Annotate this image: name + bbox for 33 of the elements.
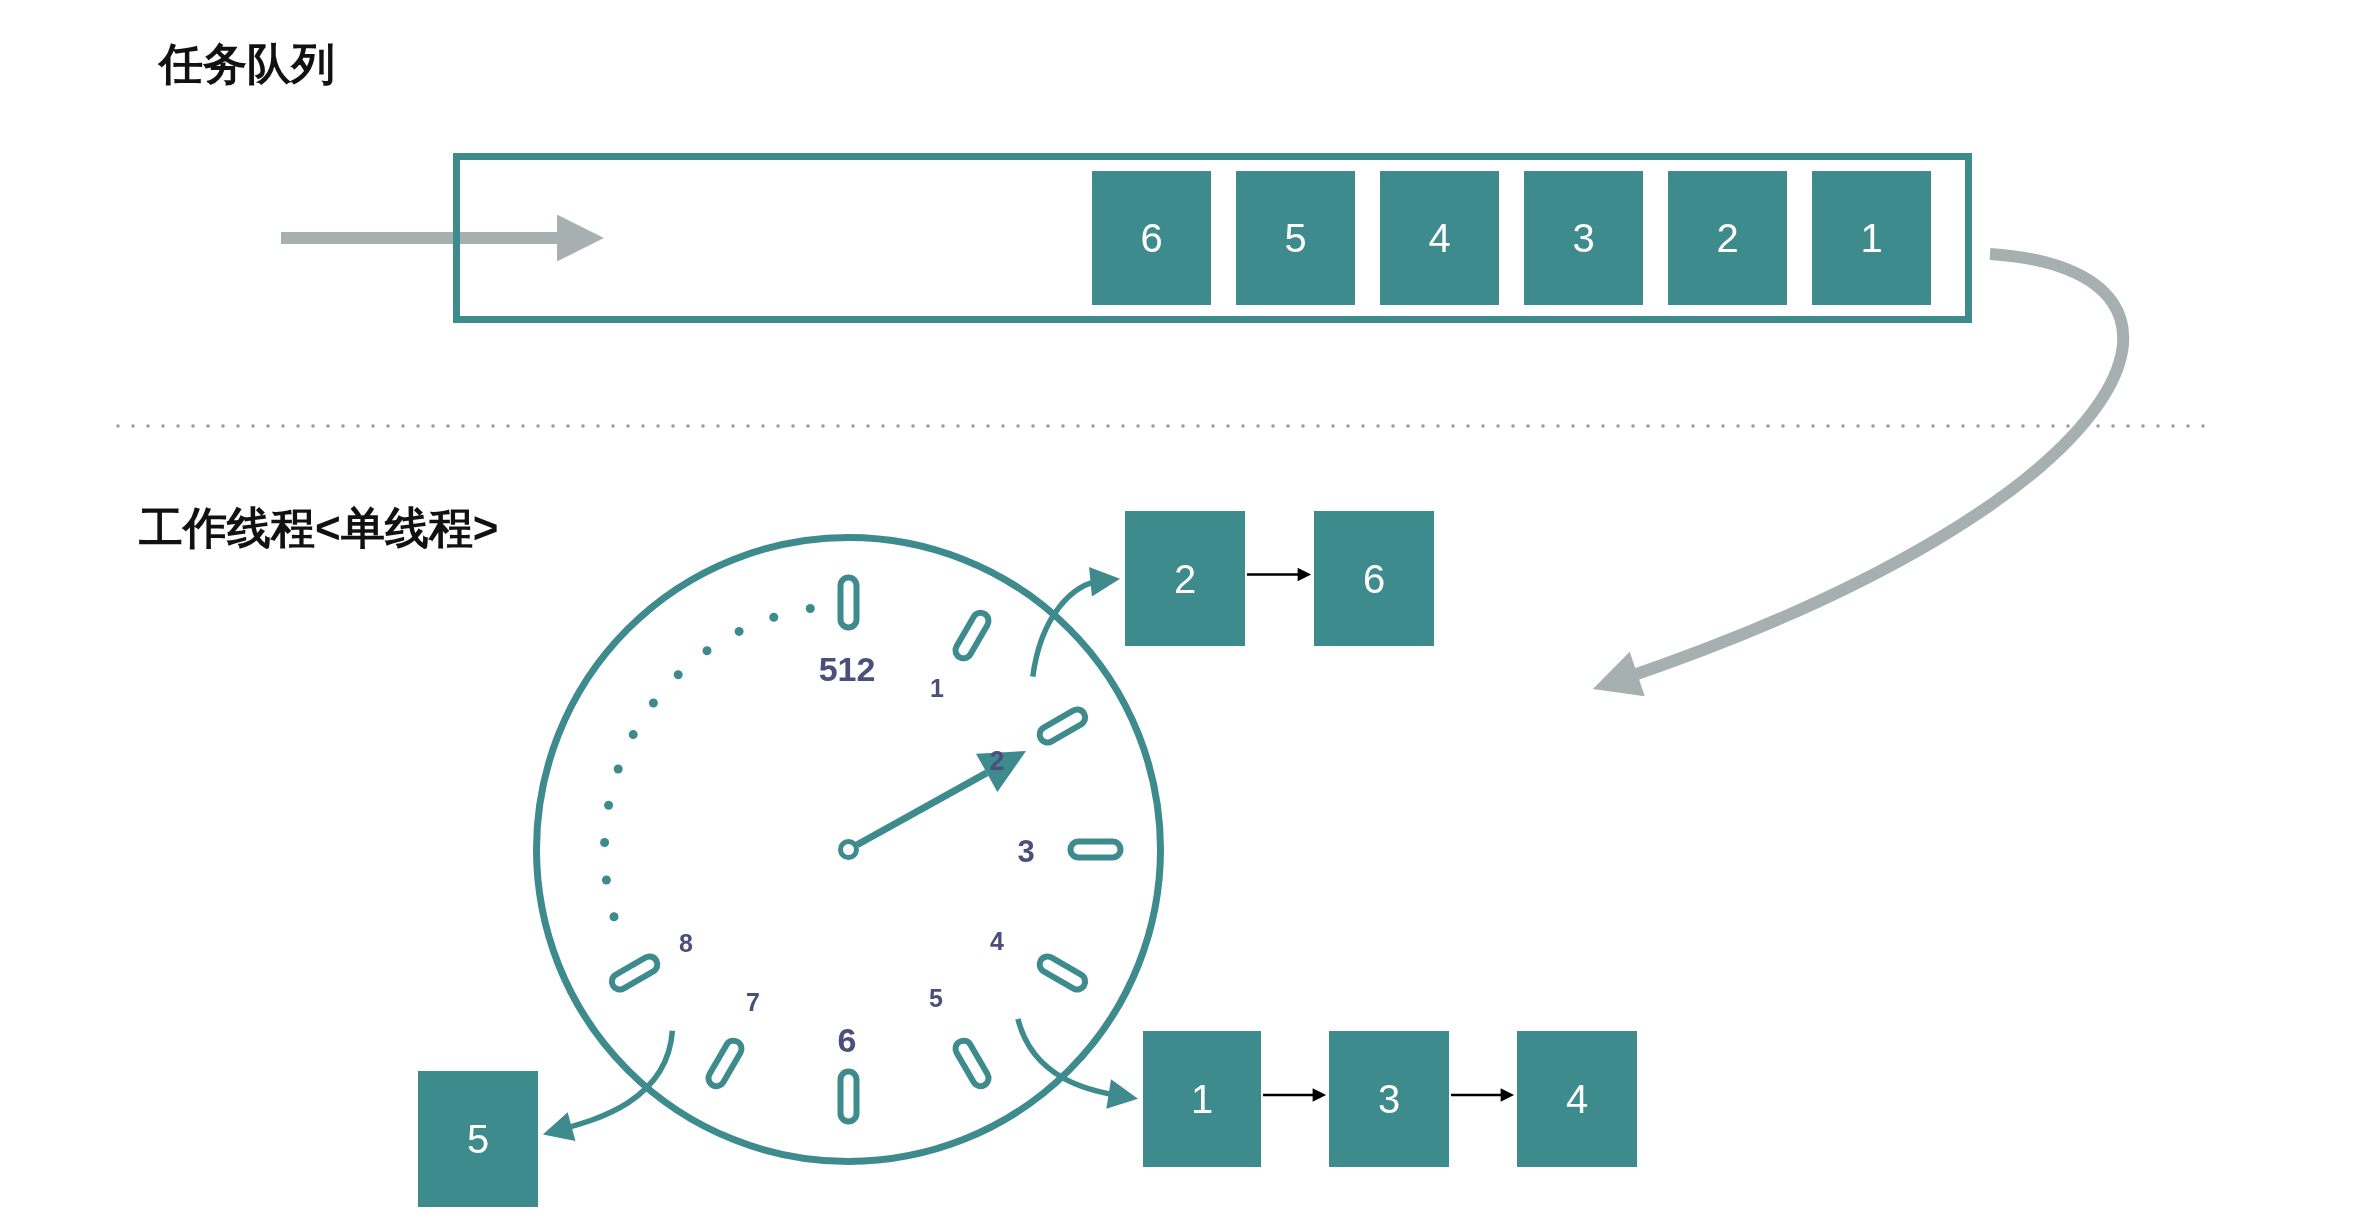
task-block: 3 — [1524, 171, 1643, 305]
dial-number: 7 — [746, 989, 760, 1015]
section-heading: 任务队列 — [159, 40, 335, 89]
dial-number: 2 — [989, 747, 1005, 775]
task-block: 1 — [1143, 1031, 1261, 1167]
task-block: 4 — [1517, 1031, 1637, 1167]
dial-number: 6 — [837, 1023, 857, 1057]
dial-number: 1 — [930, 675, 944, 701]
section-heading: 工作线程<单线程> — [139, 504, 499, 553]
arrow — [1247, 567, 1312, 582]
dial-number: 512 — [818, 652, 876, 686]
arrow — [1015, 1018, 1138, 1109]
queue-frame — [453, 153, 1972, 323]
task-block: 6 — [1092, 171, 1211, 305]
task-block: 5 — [418, 1071, 538, 1207]
task-block: 1 — [1812, 171, 1931, 305]
dial-number: 4 — [990, 928, 1004, 954]
task-block: 5 — [1236, 171, 1355, 305]
task-block: 2 — [1668, 171, 1787, 305]
task-block: 2 — [1125, 511, 1245, 646]
clock-dial — [532, 533, 1164, 1165]
arrow — [1263, 1088, 1327, 1102]
task-block: 3 — [1329, 1031, 1449, 1167]
dial-number: 8 — [679, 930, 693, 956]
arrow — [281, 214, 604, 262]
dial-number: 5 — [929, 985, 943, 1011]
arrow — [1451, 1088, 1515, 1102]
task-block: 6 — [1314, 511, 1434, 646]
dial-number: 3 — [1017, 835, 1035, 867]
arrow — [1593, 248, 2129, 696]
arrow — [1030, 568, 1120, 678]
arrow — [542, 1030, 676, 1141]
task-block: 4 — [1380, 171, 1499, 305]
